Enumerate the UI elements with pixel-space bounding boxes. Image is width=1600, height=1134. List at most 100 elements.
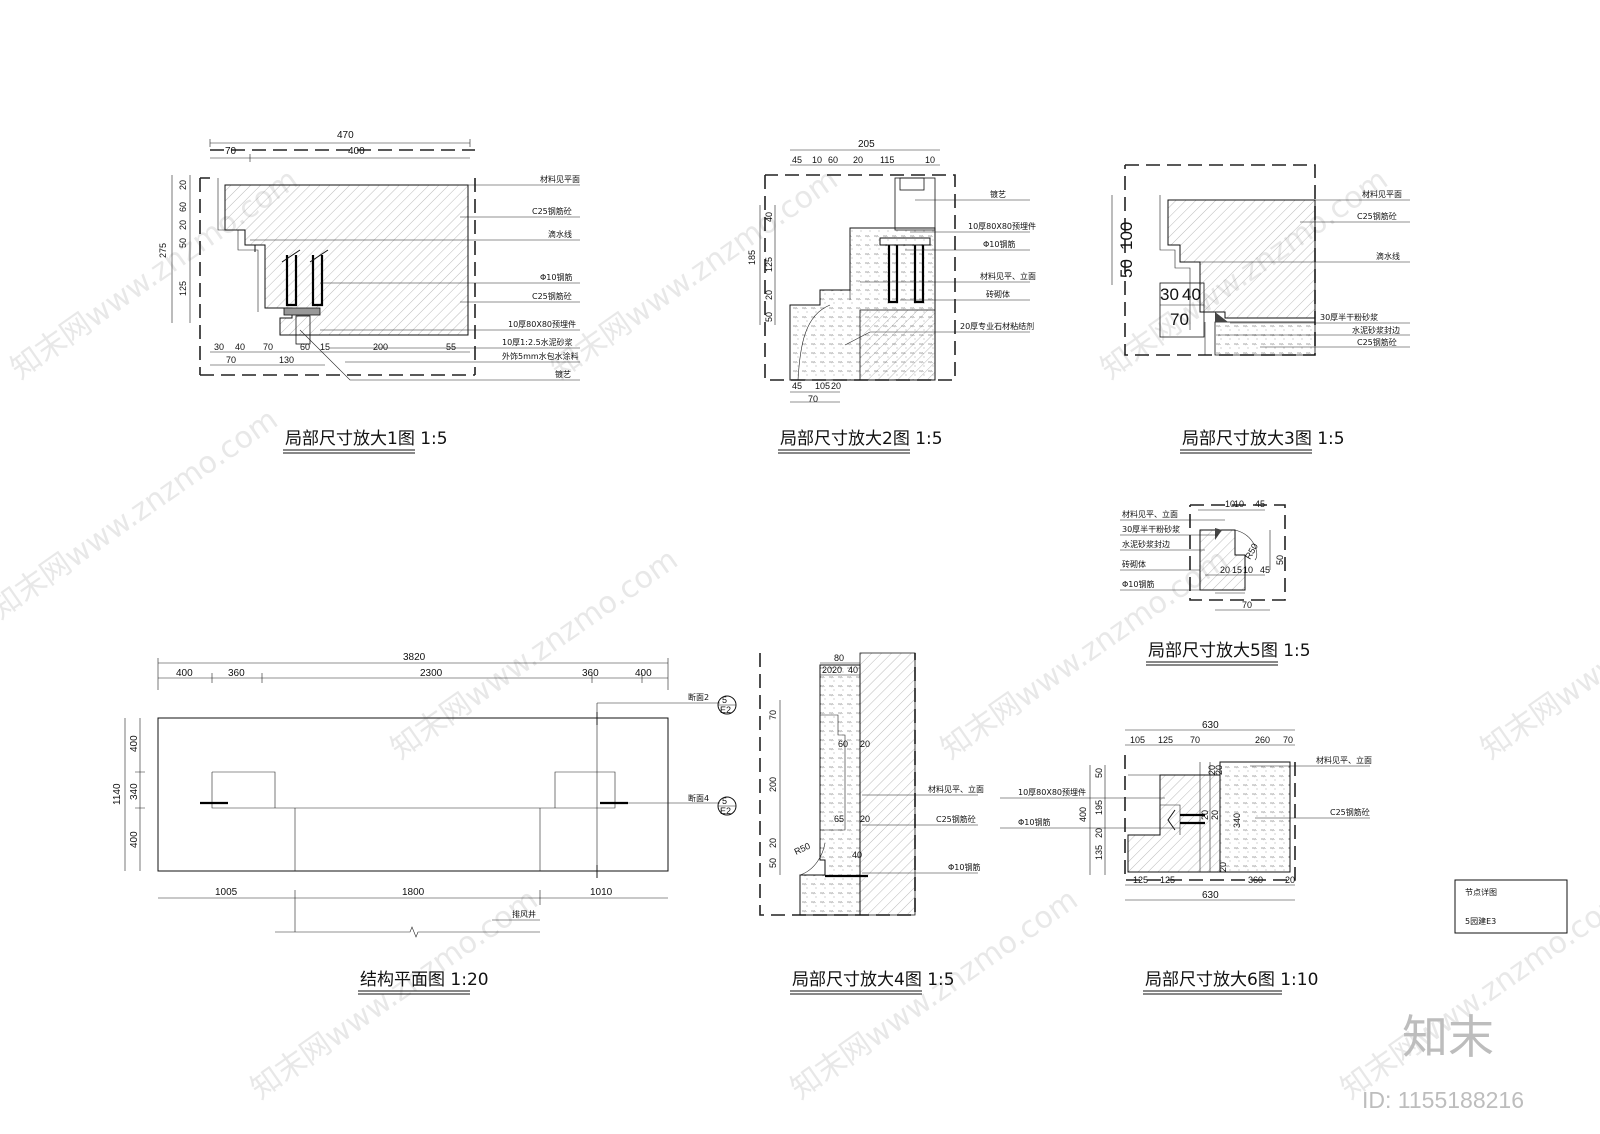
- concrete-section: [1167, 199, 1316, 319]
- callout-note: 镀艺: [990, 189, 1006, 199]
- dim: 70: [768, 710, 778, 720]
- callout-note: C25钢筋砼: [1357, 211, 1397, 221]
- dim: 200: [768, 777, 778, 792]
- concrete-section: [224, 184, 469, 336]
- detail-2: 205 45 10 60 20 115 10 185 40 125 20 50 …: [747, 139, 1036, 454]
- callout-note: Φ10钢筋: [1122, 579, 1154, 589]
- section-tag-sheet: E2: [720, 705, 731, 715]
- dim: 20: [1094, 828, 1104, 838]
- dim: 260: [1255, 735, 1270, 745]
- detail-5: 10 10 45 50 R50 20 15 10 45 70 材料见平、立面 3…: [1120, 499, 1311, 666]
- detail-title: 局部尺寸放大2图 1:5: [780, 429, 943, 449]
- dim: 400: [129, 831, 140, 848]
- image-id: ID: 1155188216: [1362, 1087, 1524, 1113]
- dim: 60: [178, 202, 188, 212]
- callout-note: 10厚80X80预埋件: [1018, 787, 1086, 797]
- dim: 70: [225, 146, 237, 157]
- callout-note: 砖砌体: [1122, 559, 1146, 569]
- dim: 40: [235, 342, 245, 352]
- concrete-section: [1219, 761, 1291, 873]
- dim: 15: [1232, 565, 1242, 575]
- concrete-section: [799, 664, 861, 916]
- dim: 10: [815, 381, 825, 391]
- dim: 15: [320, 342, 330, 352]
- dim: 20: [1218, 862, 1228, 872]
- dim: 400: [1078, 807, 1088, 822]
- dim: 275: [158, 243, 168, 258]
- dim: 20: [822, 665, 832, 675]
- dim: 360: [582, 668, 599, 679]
- detail-title: 局部尺寸放大3图 1:5: [1182, 429, 1345, 449]
- dim: 70: [1190, 735, 1200, 745]
- dim: 2300: [420, 668, 443, 679]
- dim: 125: [764, 257, 774, 272]
- callout-note: 30厚半干粉砂浆: [1320, 312, 1378, 322]
- dim: 130: [279, 355, 294, 365]
- dim: 105: [1130, 735, 1145, 745]
- dim: 125: [1158, 735, 1173, 745]
- callout-note: 材料见平、立面: [1122, 509, 1178, 519]
- detail-4: 80 20 20 40 70 200 20 50 60 20 65 20 40 …: [759, 652, 984, 995]
- dim: 20: [1207, 765, 1217, 775]
- dim: 20: [831, 381, 841, 391]
- dim: 20: [1210, 810, 1220, 820]
- dim: 1800: [402, 887, 425, 898]
- callout-note: 材料见平面: [1362, 189, 1402, 199]
- dim: 20: [178, 220, 188, 230]
- dim: 70: [1283, 735, 1293, 745]
- dim: 1010: [590, 887, 613, 898]
- dim: 630: [1202, 720, 1219, 731]
- dim: 40: [1182, 285, 1201, 304]
- dim: 50: [1275, 555, 1285, 565]
- dim: 40: [852, 850, 862, 860]
- dim: 50: [1117, 259, 1136, 278]
- callout-note: 材料见平、立面: [980, 271, 1036, 281]
- dim: 400: [348, 146, 365, 157]
- dim: 80: [834, 653, 844, 663]
- dim: 3820: [403, 652, 426, 663]
- callout-note: Φ10钢筋: [948, 862, 980, 872]
- dim: 200: [373, 342, 388, 352]
- dim: 70: [808, 394, 818, 404]
- callout-note: C25钢筋砼: [532, 291, 572, 301]
- dim: 400: [176, 668, 193, 679]
- callout-note: 10厚80X80预埋件: [968, 221, 1036, 231]
- dim: 20: [853, 155, 863, 165]
- dim: 10: [1243, 565, 1253, 575]
- dim: 20: [768, 838, 778, 848]
- radius-label: R50: [793, 841, 812, 857]
- callout-note: Φ10钢筋: [540, 272, 572, 282]
- dim: 360: [1248, 875, 1263, 885]
- dim: 70: [263, 342, 273, 352]
- detail-3: 100 50 30 40 70 材料见平面 C25钢筋砼 滴水线 30厚半干粉砂…: [1111, 164, 1410, 454]
- dim: 340: [129, 783, 140, 800]
- callout-note: Φ10钢筋: [1018, 817, 1050, 827]
- dim: 20: [764, 290, 774, 300]
- callout-note: 砖砌体: [986, 289, 1010, 299]
- dim: 60: [300, 342, 310, 352]
- dim: 30: [1160, 285, 1179, 304]
- section-tag-number: 5: [722, 796, 727, 806]
- callout-note: 材料见平、立面: [1316, 755, 1372, 765]
- dim: 20: [1200, 810, 1210, 820]
- dim: 70: [1242, 600, 1252, 610]
- dim: 195: [1094, 800, 1104, 815]
- dim: 340: [1232, 813, 1242, 828]
- vent-label: 排风井: [512, 909, 536, 919]
- dim: 20: [860, 739, 870, 749]
- dim: 65: [834, 814, 844, 824]
- callout-note: 10厚1:2.5水泥砂浆: [502, 337, 573, 347]
- callout-note: 水泥砂浆封边: [1352, 325, 1400, 335]
- dim: 360: [228, 668, 245, 679]
- concrete-section: [1199, 529, 1246, 591]
- dim: 400: [635, 668, 652, 679]
- dim: 400: [129, 735, 140, 752]
- radius-label: R50: [1243, 542, 1260, 561]
- callout-note: Φ10钢筋: [983, 239, 1015, 249]
- dim: 70: [226, 355, 236, 365]
- dim: 40: [848, 665, 858, 675]
- title-block-sheet: 5园建E3: [1465, 916, 1496, 926]
- detail-title: 结构平面图 1:20: [360, 970, 489, 990]
- title-block-name: 节点详图: [1465, 887, 1497, 897]
- callout-note: C25钢筋砼: [1330, 807, 1370, 817]
